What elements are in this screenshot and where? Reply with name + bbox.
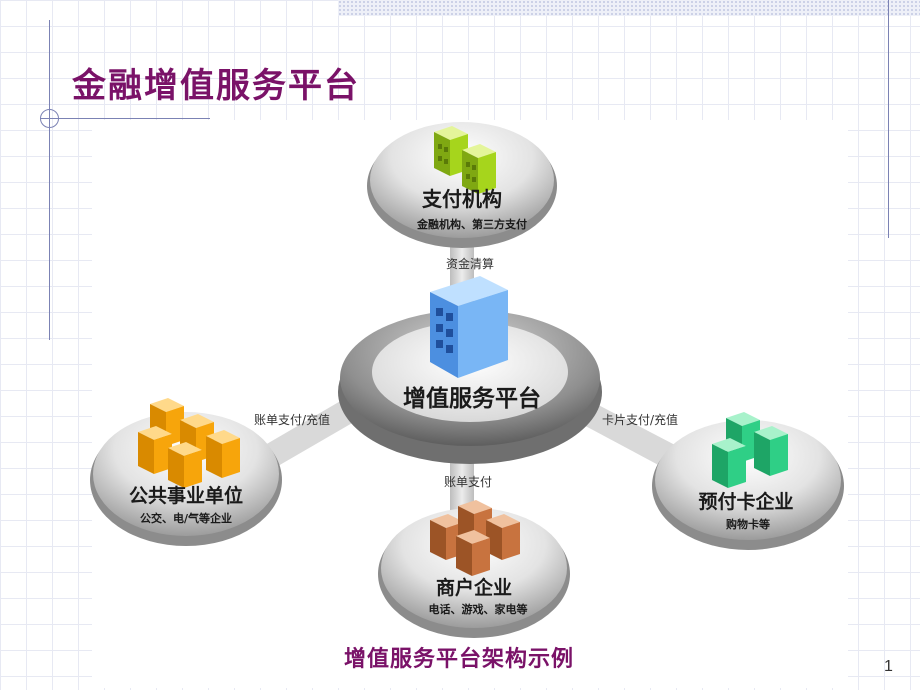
node-prepaid: [652, 420, 844, 550]
hub: [338, 310, 602, 464]
node-merchant-subtitle: 电话、游戏、家电等: [429, 602, 528, 616]
header-dotted-band: [338, 0, 920, 16]
hub-label: 增值服务平台: [403, 385, 541, 412]
connector-label-merchant: 账单支付: [444, 475, 492, 489]
node-public-title: 公共事业单位: [129, 484, 243, 507]
node-prepaid-title: 预付卡企业: [698, 490, 793, 513]
title-circle-mark: [40, 109, 59, 128]
node-payment-title: 支付机构: [422, 187, 502, 211]
left-decor-line: [49, 20, 50, 340]
connector-label-payment: 资金清算: [446, 256, 494, 271]
buildings-icon: [712, 412, 788, 488]
right-decor-line: [888, 0, 889, 238]
office-building-icon: [430, 276, 508, 378]
node-merchant-title: 商户企业: [436, 576, 512, 599]
node-prepaid-subtitle: 购物卡等: [726, 517, 770, 531]
buildings-icon: [138, 398, 240, 488]
slide-number: 1: [884, 658, 893, 675]
buildings-icon: [430, 500, 520, 576]
title-underline: [40, 118, 210, 119]
node-disc: [655, 420, 841, 540]
node-payment-subtitle: 金融机构、第三方支付: [416, 217, 527, 231]
connector-label-prepaid: 卡片支付/充值: [602, 412, 678, 427]
page-title: 金融增值服务平台: [72, 66, 360, 106]
buildings-icon: [434, 126, 496, 194]
diagram-caption: 增值服务平台架构示例: [344, 646, 575, 672]
node-public-subtitle: 公交、电/气等企业: [140, 511, 232, 525]
connector-label-public: 账单支付/充值: [254, 412, 330, 427]
